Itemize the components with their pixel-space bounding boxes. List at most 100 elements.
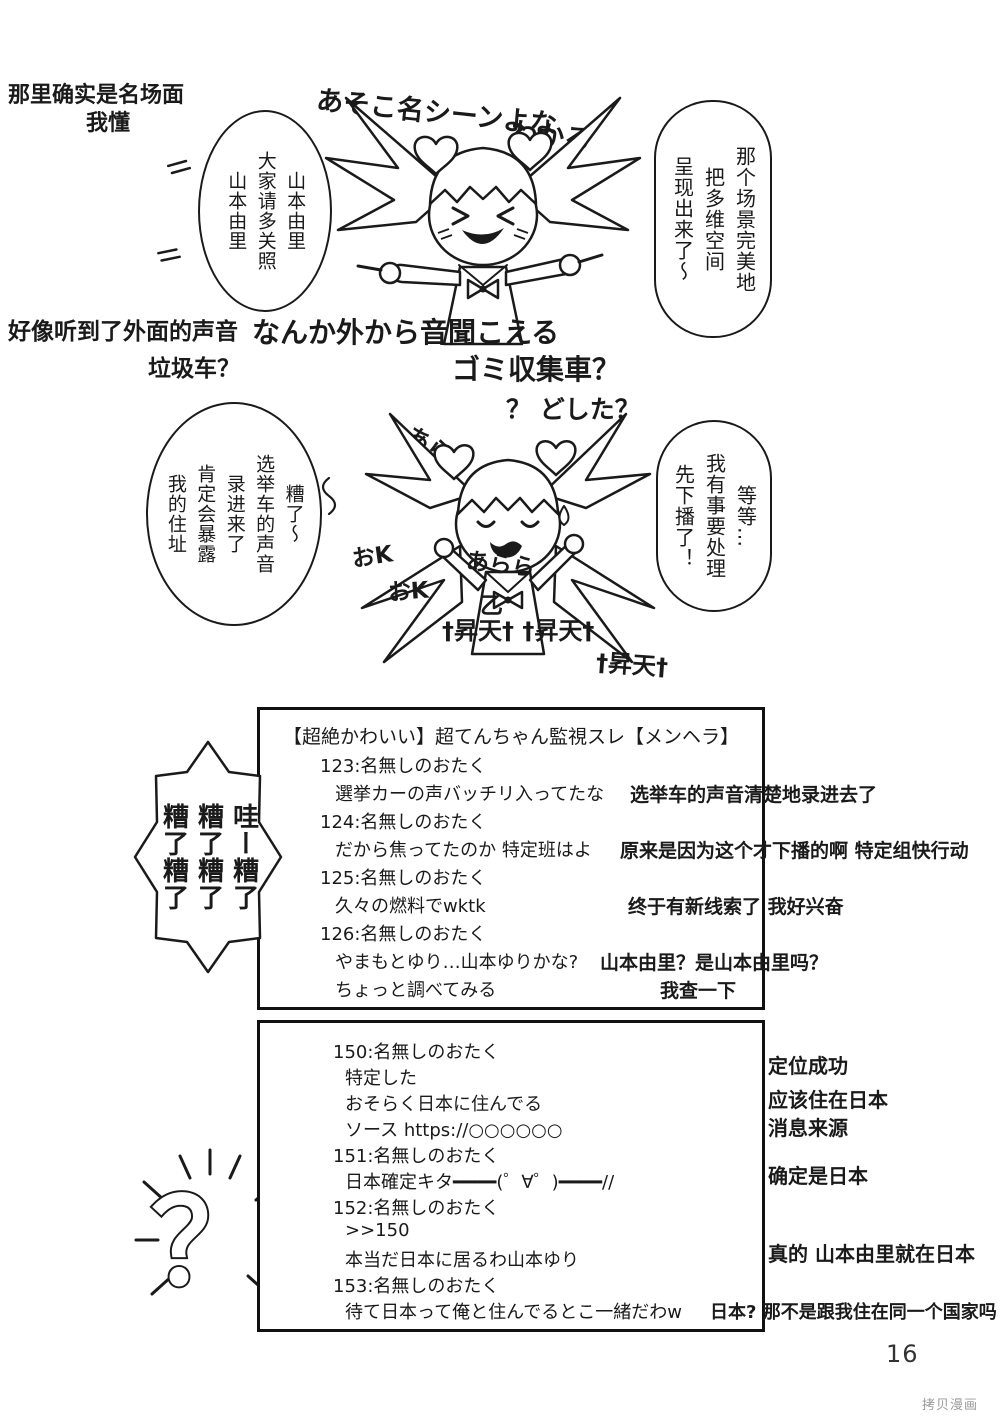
thread-post: 本当だ日本に居るわ山本ゆり bbox=[0, 1246, 1000, 1272]
speech-bubble-yamamoto-yuri: 山本由里 大家请多关照 山本由里 bbox=[198, 110, 332, 312]
post-jp: 選挙カーの声バッチリ入ってたな bbox=[335, 784, 605, 805]
blush-mark bbox=[437, 228, 453, 240]
thread-post: ソース https://○○○○○○ bbox=[0, 1116, 1000, 1142]
thread-post: 126:名無しのおたく bbox=[0, 920, 1000, 946]
thread-post: 選挙カーの声バッチリ入ってたな 选举车的声音清楚地录进去了 bbox=[0, 780, 1000, 806]
thread-post: ちょっと調べてみる 我查一下 bbox=[0, 976, 1000, 1002]
speech-bubble-ending-stream: 等等… 我有事要处理 先下播了！ bbox=[656, 420, 772, 612]
shock-bubble-shape bbox=[133, 740, 283, 974]
pigtail-right bbox=[512, 96, 642, 232]
question-mark-burst: ？ bbox=[134, 1148, 286, 1314]
sweat-drop bbox=[558, 505, 570, 526]
post-jp: 153:名無しのおたく bbox=[333, 1276, 500, 1297]
pigtail-lower-left bbox=[360, 544, 464, 664]
dress bbox=[470, 570, 546, 656]
closed-eye bbox=[520, 520, 540, 528]
post-jp: 日本確定キタ━━━━(゜∀゜)━━━━// bbox=[345, 1172, 615, 1193]
thread-post: 151:名無しのおたく bbox=[0, 1142, 1000, 1168]
post-jp: 本当だ日本に居るわ山本ゆり bbox=[345, 1250, 579, 1271]
heart-bow-icon bbox=[507, 131, 553, 172]
pointing-finger bbox=[577, 253, 604, 264]
thread-post: だから焦ってたのか 特定班はよ 原来是因为这个才下播的啊 特定组快行动 bbox=[0, 836, 1000, 862]
post-jp: 152:名無しのおたく bbox=[333, 1198, 500, 1219]
post-jp: ソース https://○○○○○○ bbox=[345, 1120, 563, 1141]
thread-title: 【超絶かわいい】超てんちゃん監視スレ【メンヘラ】 bbox=[282, 726, 739, 748]
post-cn-overlay: 日本? 那不是跟我住在同一个国家吗 bbox=[710, 1302, 997, 1323]
post-jp: だから焦ってたのか 特定班はよ bbox=[335, 840, 592, 861]
post-jp: おそらく日本に住んでる bbox=[345, 1094, 543, 1115]
chat-shoten-2: †昇天† bbox=[595, 648, 669, 682]
bubble-text: 糟了〜 选举车的声音 录进来了 肯定会暴露 我的住址 bbox=[164, 454, 305, 574]
post-jp: 126:名無しのおたく bbox=[320, 924, 487, 945]
scribble-mark bbox=[321, 476, 337, 516]
chat-otsu: 乙 bbox=[480, 593, 503, 619]
cn-annotation-confirmed-japan: 确定是日本 bbox=[768, 1164, 868, 1188]
motion-equals-mark bbox=[166, 159, 192, 175]
thread-post: 特定した bbox=[0, 1064, 1000, 1090]
shock-bubble-text: 哇ー糟了 糟了糟了 糟了糟了 bbox=[158, 803, 259, 911]
watermark: 拷贝漫画 bbox=[922, 1398, 979, 1413]
chat-doshita: ？ どした？ bbox=[506, 395, 640, 424]
cn-caption-famous-scene: 那里确实是名场面 bbox=[8, 83, 185, 108]
heart-bow-icon bbox=[535, 440, 577, 477]
thread-box-1 bbox=[257, 707, 765, 1010]
thread-post: 125:名無しのおたく bbox=[0, 864, 1000, 890]
pointing-finger bbox=[356, 264, 383, 272]
blush-mark bbox=[513, 228, 529, 240]
pigtail-left bbox=[324, 96, 454, 232]
post-cn-overlay: 我查一下 bbox=[660, 980, 737, 1002]
thread-post: 152:名無しのおたく bbox=[0, 1194, 1000, 1220]
thread-post: 123:名無しのおたく bbox=[0, 752, 1000, 778]
thread-post: 日本確定キタ━━━━(゜∀゜)━━━━// bbox=[0, 1168, 1000, 1194]
cn-annotation-lives-in-japan: 应该住在日本 bbox=[768, 1088, 888, 1112]
jp-garbage-truck: ゴミ収集車？ bbox=[452, 353, 621, 386]
wavy-open-mouth bbox=[490, 541, 522, 558]
dress bbox=[442, 265, 524, 346]
motion-equals-mark bbox=[157, 248, 181, 262]
speech-bubble-address-leak: 糟了〜 选举车的声音 录进来了 肯定会暴露 我的住址 bbox=[146, 402, 322, 626]
open-mouth bbox=[462, 228, 504, 245]
character-drawing-streamer-pose bbox=[324, 96, 642, 346]
post-jp: 124:名無しのおたく bbox=[320, 812, 487, 833]
bubble-text: 山本由里 大家请多关照 山本由里 bbox=[225, 151, 307, 271]
post-jp: ちょっと調べてみる bbox=[335, 980, 497, 1001]
thread-box-2 bbox=[257, 1020, 765, 1332]
bubble-text: 等等… 我有事要处理 先下播了！ bbox=[671, 453, 758, 579]
page-number: 16 bbox=[886, 1340, 919, 1368]
jp-sound-outside: なんか外から音聞こえる bbox=[252, 316, 560, 349]
closed-happy-eye bbox=[451, 206, 470, 226]
closed-happy-eye bbox=[496, 206, 515, 226]
cn-garbage-truck: 垃圾车？ bbox=[148, 356, 240, 382]
thread-post: 150:名無しのおたく bbox=[0, 1038, 1000, 1064]
post-cn-overlay: 终于有新线索了 我好兴奋 bbox=[628, 896, 844, 918]
post-jp: 待て日本って俺と住んでるとこ一緒だわw bbox=[345, 1302, 682, 1323]
post-cn-overlay: 选举车的声音清楚地录进去了 bbox=[630, 784, 878, 806]
thread-post: やまもとゆり…山本ゆりかな?山本由里？是山本由里吗？ bbox=[0, 948, 1000, 974]
cn-sound-outside: 好像听到了外面的声音 bbox=[8, 319, 238, 345]
post-jp: 特定した bbox=[345, 1068, 417, 1089]
pigtail-right bbox=[540, 412, 652, 510]
post-jp: 150:名無しのおたく bbox=[333, 1042, 500, 1063]
post-jp: 151:名無しのおたく bbox=[333, 1146, 500, 1167]
closed-eye bbox=[476, 520, 496, 528]
cn-annotation-source: 消息来源 bbox=[768, 1116, 848, 1140]
speech-bubble-multidimensional: 那个场景完美地 把多维空间 呈现出来了〜 bbox=[654, 100, 772, 338]
bubble-text: 那个场景完美地 把多维空间 呈现出来了〜 bbox=[670, 145, 757, 293]
heart-bow-icon bbox=[433, 444, 475, 481]
heart-bow-icon bbox=[413, 135, 459, 176]
thread-post: 153:名無しのおたく bbox=[0, 1272, 1000, 1298]
thread-post: 待て日本って俺と住んでるとこ一緒だわw 日本? 那不是跟我住在同一个国家吗 bbox=[0, 1298, 1000, 1324]
thread-post: おそらく日本に住んでる bbox=[0, 1090, 1000, 1116]
post-jp: >>150 bbox=[345, 1220, 410, 1241]
post-cn-overlay: 原来是因为这个才下播的啊 特定组快行动 bbox=[620, 840, 969, 862]
post-jp: 123:名無しのおたく bbox=[320, 756, 487, 777]
post-jp: 久々の燃料でwktk bbox=[335, 896, 486, 917]
cn-caption-i-get-it: 我懂 bbox=[86, 111, 131, 136]
thread-post: 124:名無しのおたく bbox=[0, 808, 1000, 834]
post-jp: 125:名無しのおたく bbox=[320, 868, 487, 889]
question-mark-text: ？ bbox=[151, 1174, 269, 1312]
pigtail-left bbox=[364, 412, 476, 510]
chat-shoten-1: †昇天† †昇天† bbox=[442, 617, 595, 645]
chat-ok-2: おK bbox=[387, 577, 430, 607]
